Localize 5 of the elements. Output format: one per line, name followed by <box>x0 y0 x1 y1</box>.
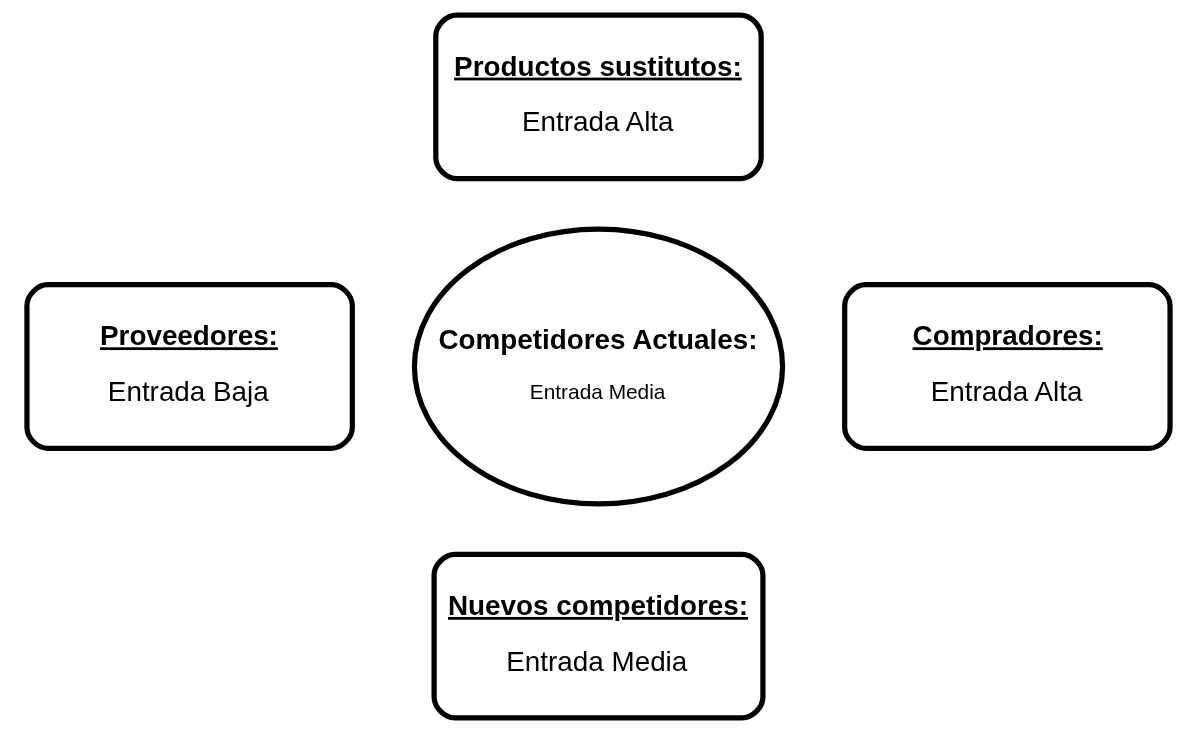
node-box: Compradores: Entrada Alta <box>841 282 1173 451</box>
node-box: Nuevos competidores: Entrada Media <box>430 551 766 721</box>
node-ellipse: Competidores Actuales: Entrada Media <box>411 226 785 507</box>
node-box: Productos sustitutos: Entrada Alta <box>432 12 764 182</box>
node-box: Proveedores: Entrada Baja <box>23 282 355 451</box>
